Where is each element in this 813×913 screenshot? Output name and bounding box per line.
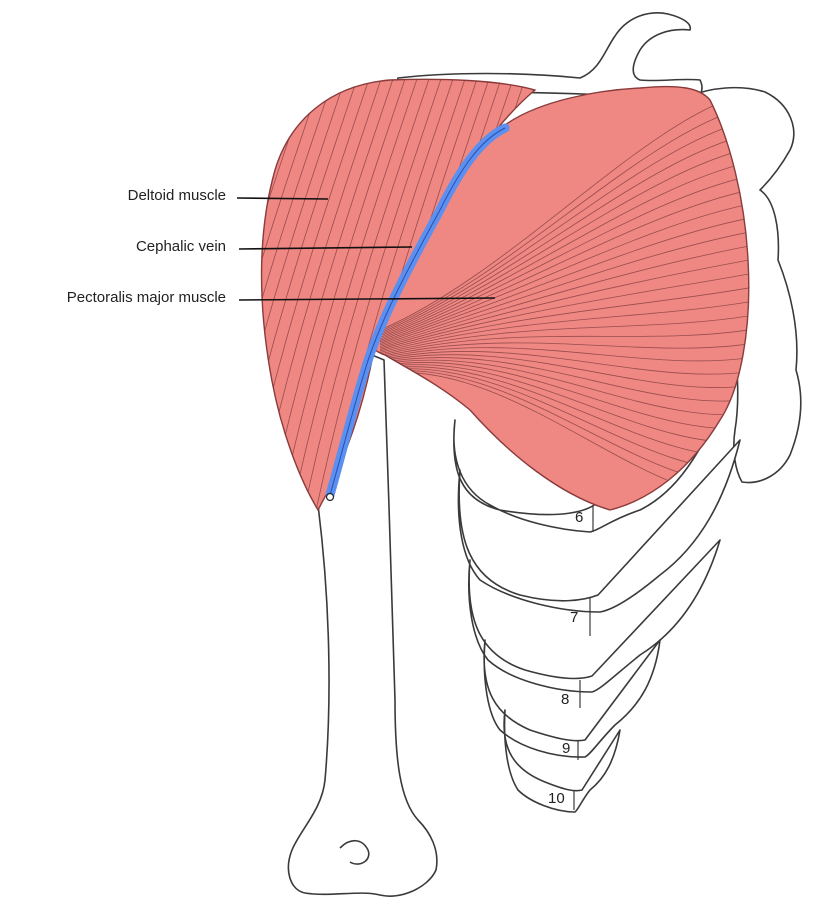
rib-number-7: 7	[570, 609, 578, 626]
clavicle	[394, 12, 703, 101]
deltoid-label: Deltoid muscle	[128, 187, 226, 204]
humerus	[287, 354, 438, 897]
rib-number-8: 8	[561, 691, 569, 708]
deltoid-leader-line	[236, 197, 329, 200]
rib-number-9: 9	[562, 740, 570, 757]
pectoralis-major-label: Pectoralis major muscle	[67, 289, 226, 306]
cephalic-vein-leader-line	[238, 246, 413, 250]
rib-cage	[453, 409, 741, 813]
cephalic-vein-label: Cephalic vein	[136, 238, 226, 255]
pectoralis-major-leader-line	[238, 297, 496, 301]
pectoralis-major-muscle	[367, 85, 750, 511]
rib-number-10: 10	[548, 790, 565, 807]
rib-number-6: 6	[575, 509, 583, 526]
